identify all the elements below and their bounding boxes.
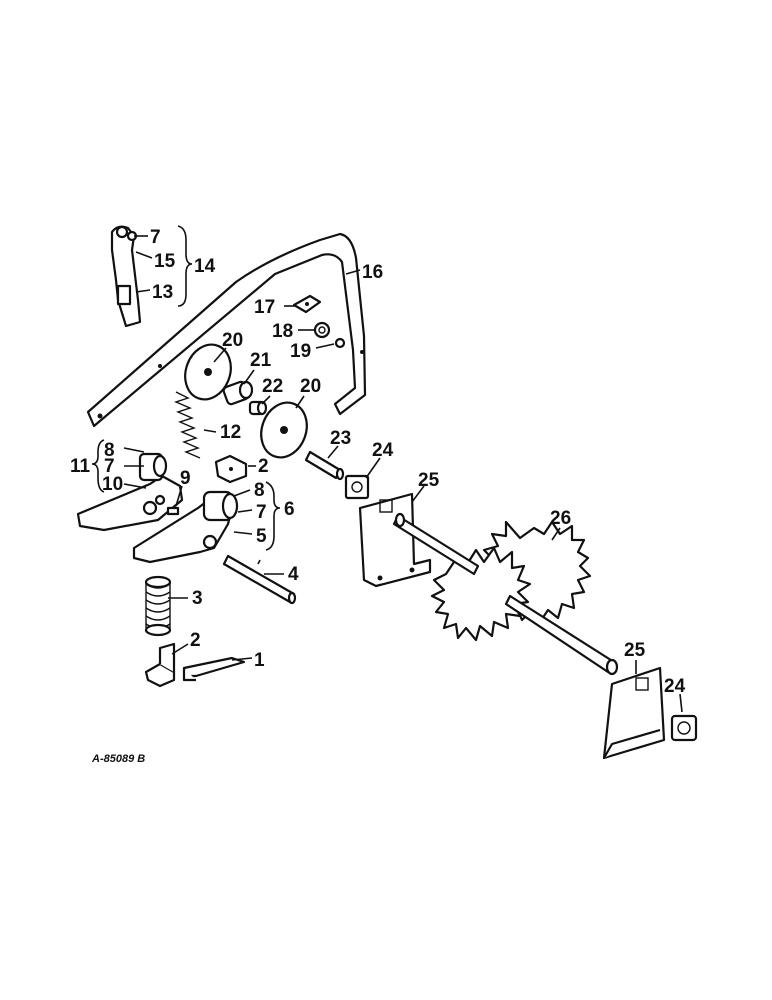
callout-6: 6 (284, 499, 295, 520)
block-part-24-lower (670, 714, 698, 742)
callout-11: 11 (70, 456, 91, 477)
bracket-part-2-upper (214, 454, 248, 484)
callout-19: 19 (290, 341, 311, 362)
callout-22: 22 (262, 376, 283, 397)
disc-part-20-lower (260, 401, 308, 459)
callout-25-upper: 25 (418, 470, 440, 491)
callout-5: 5 (256, 526, 267, 547)
lever-assembly-11 (76, 452, 184, 532)
plate-part-25-upper (358, 492, 432, 588)
callout-9: 9 (180, 468, 191, 489)
bushing-part-18 (313, 321, 331, 339)
sprocket-part-26 (430, 520, 592, 642)
spring-part-12 (174, 391, 201, 459)
spacer-part-22 (248, 400, 268, 416)
callout-3: 3 (192, 588, 203, 609)
rail-part-16 (86, 232, 367, 428)
plate-part-25-lower (602, 666, 666, 760)
bracket-part-2-lower (144, 642, 176, 688)
callout-12: 12 (220, 422, 241, 443)
callout-17: 17 (254, 297, 275, 318)
callout-2-upper: 2 (258, 456, 269, 477)
lever-assembly-6 (132, 490, 239, 564)
callout-21: 21 (250, 350, 272, 371)
drawing-code: A-85089 B (91, 753, 145, 765)
disc-part-20-upper (184, 343, 232, 401)
callout-4: 4 (288, 564, 299, 585)
callout-8-left: 8 (104, 440, 115, 461)
callout-25-lower: 25 (624, 640, 646, 661)
pin-part-23 (304, 450, 345, 481)
block-part-24-upper (344, 474, 370, 500)
callout-24-lower: 24 (664, 676, 686, 697)
washer-part-19 (334, 337, 346, 349)
strap-part-1 (182, 656, 246, 682)
rod-part-4 (222, 554, 297, 605)
callout-14: 14 (194, 256, 216, 277)
callout-8-right: 8 (254, 480, 265, 501)
callout-13: 13 (152, 282, 173, 303)
callout-7-right: 7 (256, 502, 267, 523)
callout-1: 1 (254, 650, 265, 671)
callout-16: 16 (362, 262, 383, 283)
callout-7-top: 7 (150, 227, 161, 248)
callout-20-upper: 20 (222, 330, 243, 351)
bracket-assembly-14 (110, 225, 142, 328)
leader-lines (91, 225, 683, 713)
callout-18: 18 (272, 321, 293, 342)
callout-20-lower: 20 (300, 376, 321, 397)
callout-10: 10 (102, 474, 123, 495)
callout-labels: 7 15 13 14 16 17 18 19 20 21 22 20 12 23… (70, 227, 686, 697)
callout-26: 26 (550, 508, 571, 529)
callout-7-left: 7 (104, 456, 115, 477)
callout-2-lower: 2 (190, 630, 201, 651)
pin-part-9 (166, 506, 180, 516)
callout-23: 23 (330, 428, 351, 449)
callout-15: 15 (154, 251, 176, 272)
callout-24-upper: 24 (372, 440, 394, 461)
shaft-part-25 (392, 512, 619, 676)
clip-part-17 (292, 294, 322, 314)
spring-part-3 (144, 575, 172, 637)
